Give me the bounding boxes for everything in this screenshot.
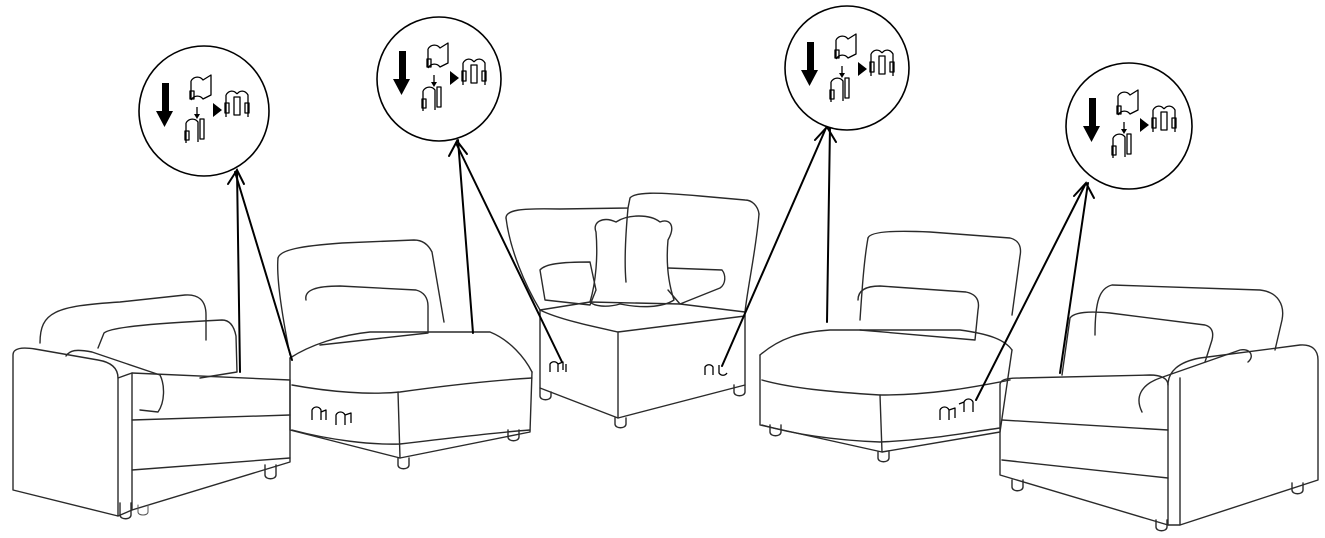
right-arm-chair [999, 284, 1319, 532]
callout-4 [1065, 62, 1193, 190]
left-arm-chair [12, 294, 291, 520]
callout-3 [784, 5, 910, 131]
armless-chair-left [276, 239, 533, 470]
corner-chair [505, 192, 760, 429]
armless-chair-right [759, 230, 1022, 463]
callout-1 [138, 45, 270, 177]
leader-lines [227, 125, 1095, 401]
callout-2 [376, 16, 502, 142]
